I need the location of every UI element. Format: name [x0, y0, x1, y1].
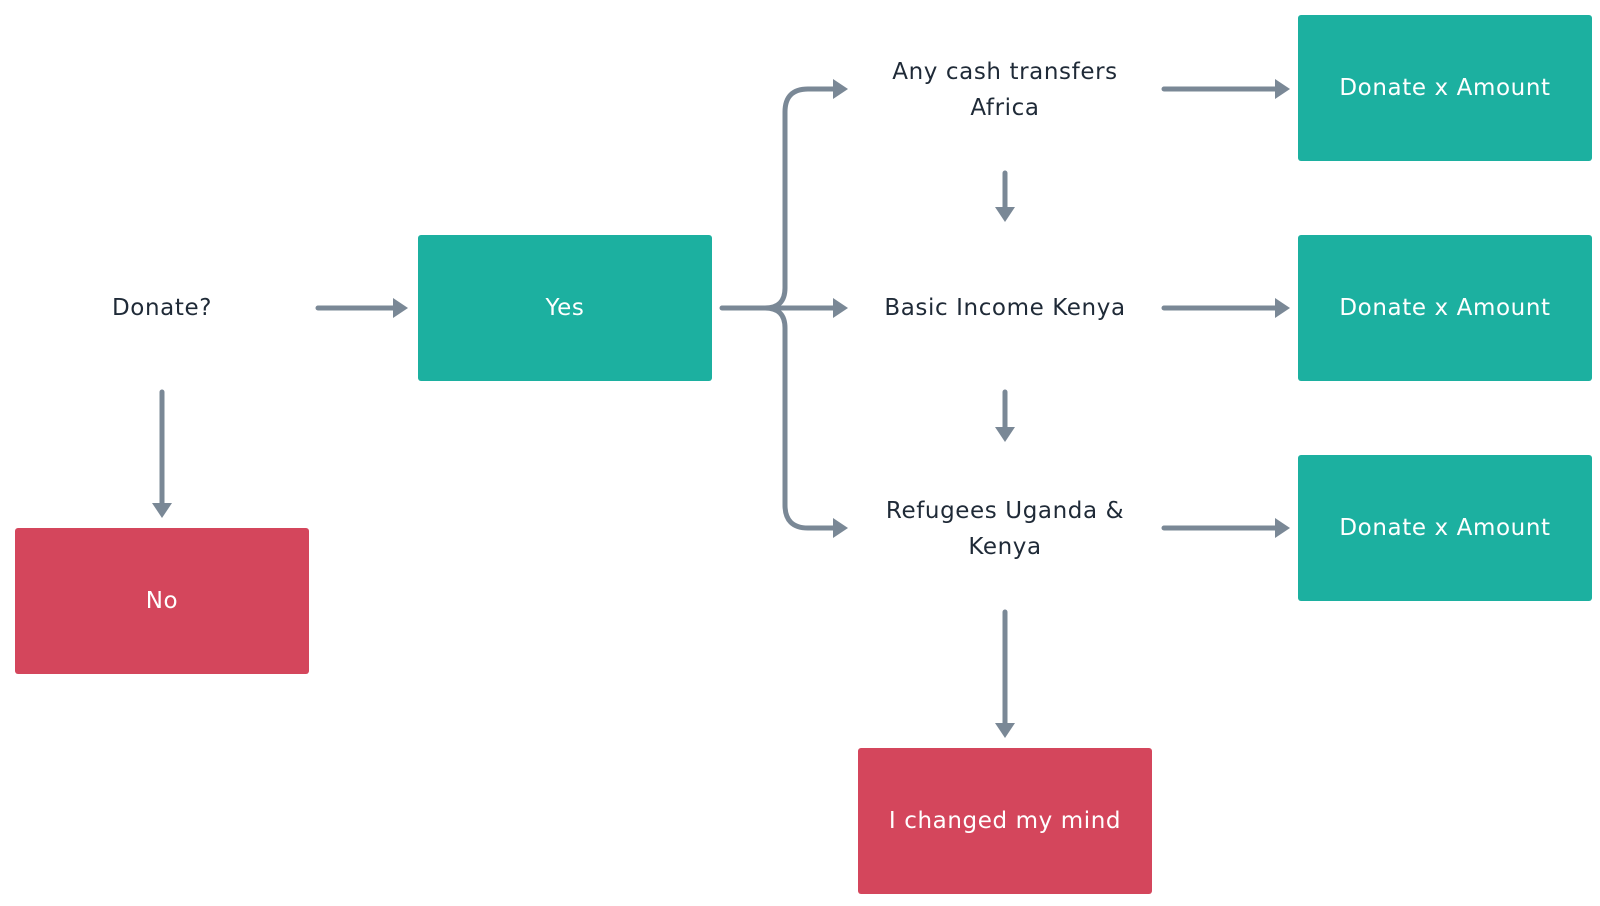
no-node[interactable]: No	[15, 528, 309, 674]
yes-node[interactable]: Yes	[418, 235, 712, 381]
arrow-yes-to-refugees	[762, 305, 841, 531]
donate-amount-node-1[interactable]: Donate x Amount	[1298, 15, 1592, 161]
refugees-label: Refugees Uganda & Kenya	[885, 498, 1125, 560]
arrow-yes-to-any-cash	[762, 86, 841, 311]
basic-income-label: Basic Income Kenya	[884, 295, 1126, 321]
donate-question-label: Donate?	[111, 295, 213, 321]
changed-mind-node[interactable]: I changed my mind	[858, 748, 1152, 894]
donate-amount-node-3[interactable]: Donate x Amount	[1298, 455, 1592, 601]
donate-amount-node-2[interactable]: Donate x Amount	[1298, 235, 1592, 381]
any-cash-transfers-label: Any cash transfers Africa	[892, 59, 1118, 121]
